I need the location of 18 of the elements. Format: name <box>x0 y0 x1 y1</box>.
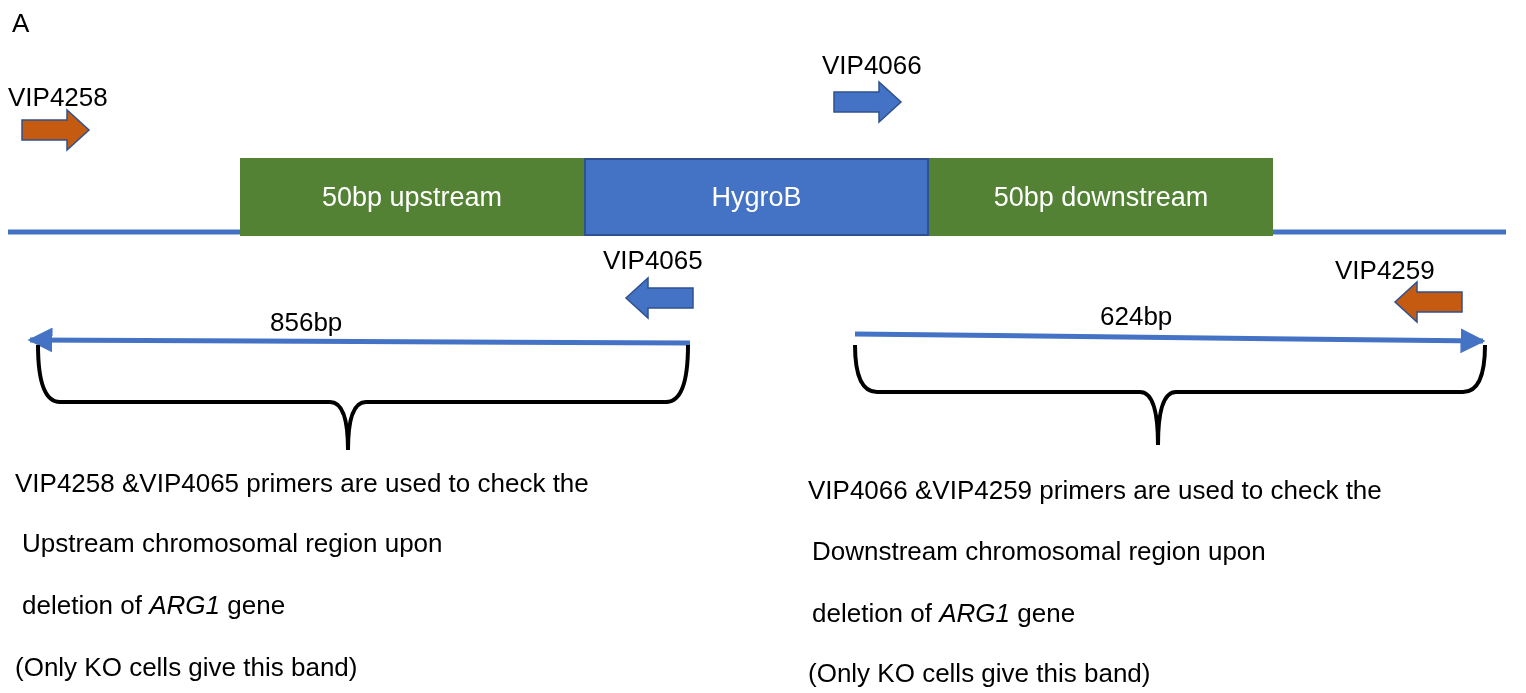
primer-label: VIP4066 <box>822 50 922 80</box>
description-text: VIP4066 &VIP4259 primers are used to check the <box>808 475 1382 505</box>
note-text: (Only KO cells give this band) <box>808 658 1151 688</box>
description-text: Upstream chromosomal region upon <box>22 528 443 558</box>
description-text: VIP4258 &VIP4065 primers are used to check the <box>15 468 589 498</box>
note-text: (Only KO cells give this band) <box>15 652 358 682</box>
primer-label: VIP4259 <box>1335 255 1435 285</box>
gene-segment-box: HygroB <box>584 158 929 236</box>
primer-label: VIP4065 <box>603 245 703 275</box>
description-text: deletion of ARG1 gene <box>22 590 286 620</box>
dimension-label: 624bp <box>1100 301 1173 331</box>
description-text: Downstream chromosomal region upon <box>812 536 1266 566</box>
description-text: deletion of ARG1 gene <box>812 598 1076 628</box>
panel-letter: A <box>12 8 30 38</box>
gene-segment-box: 50bp downstream <box>929 158 1273 236</box>
dimension-label: 856bp <box>270 307 343 337</box>
primer-label: VIP4258 <box>8 82 108 112</box>
gene-segment-box: 50bp upstream <box>240 158 584 236</box>
